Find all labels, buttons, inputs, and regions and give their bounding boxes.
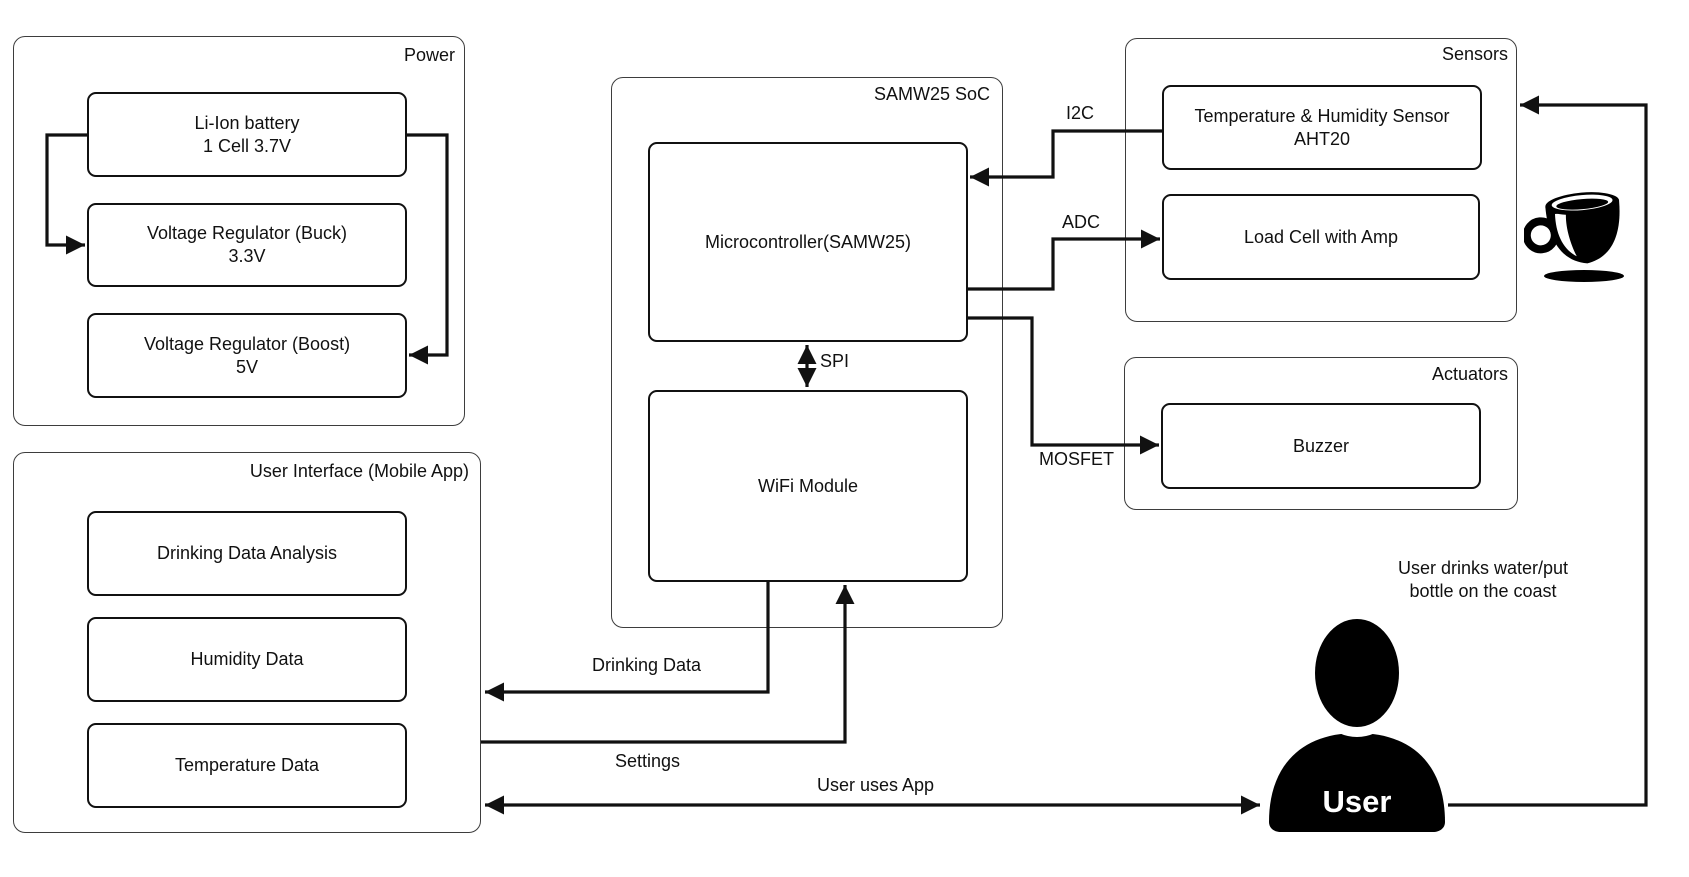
aht20-label-line1: Temperature & Humidity Sensor bbox=[1194, 105, 1450, 126]
wifi-module-block: WiFi Module bbox=[648, 390, 968, 582]
power-group-label: Power bbox=[403, 45, 455, 65]
user-action-note: User drinks water/put bottle on the coas… bbox=[1398, 557, 1568, 603]
microcontroller-label: Microcontroller(SAMW25) bbox=[704, 231, 912, 252]
spi-edge-label: SPI bbox=[820, 351, 850, 371]
ui-group-label: User Interface (Mobile App) bbox=[249, 461, 469, 481]
sensors-group-label: Sensors bbox=[1441, 44, 1508, 64]
battery-block: Li-Ion battery 1 Cell 3.7V bbox=[87, 92, 407, 177]
boost-label-line2: 5V bbox=[235, 356, 259, 377]
temperature-data-label: Temperature Data bbox=[174, 755, 320, 775]
load-cell-block: Load Cell with Amp bbox=[1162, 194, 1480, 280]
humidity-data-label: Humidity Data bbox=[190, 649, 304, 669]
user-action-note-line1: User drinks water/put bbox=[1397, 558, 1569, 578]
aht20-sensor-block: Temperature & Humidity Sensor AHT20 bbox=[1162, 85, 1482, 170]
load-cell-label: Load Cell with Amp bbox=[1243, 226, 1399, 247]
user-uses-app-edge-label: User uses App bbox=[817, 775, 935, 795]
coffee-cup-graphic bbox=[1522, 192, 1624, 282]
buck-label-line1: Voltage Regulator (Buck) bbox=[146, 223, 348, 243]
aht20-label-line2: AHT20 bbox=[1293, 128, 1351, 149]
humidity-data-block: Humidity Data bbox=[87, 617, 407, 702]
mosfet-edge-label: MOSFET bbox=[1039, 449, 1114, 469]
user-collar-gap bbox=[1321, 716, 1393, 737]
cup-shadow bbox=[1544, 270, 1624, 282]
adc-edge-label: ADC bbox=[1062, 212, 1101, 232]
boost-label-line1: Voltage Regulator (Boost) bbox=[143, 333, 351, 354]
buzzer-block: Buzzer bbox=[1161, 403, 1481, 489]
drinking-data-analysis-label: Drinking Data Analysis bbox=[156, 543, 338, 563]
user-shoulders bbox=[1269, 733, 1445, 832]
user-head bbox=[1315, 619, 1399, 727]
actuators-group-label: Actuators bbox=[1431, 364, 1508, 384]
user-action-note-line2: bottle on the coast bbox=[1409, 581, 1557, 601]
boost-regulator-block: Voltage Regulator (Boost) 5V bbox=[87, 313, 407, 398]
user-silhouette-graphic: User bbox=[1269, 619, 1445, 832]
cup-highlight bbox=[1554, 213, 1577, 257]
i2c-edge-label: I2C bbox=[1066, 103, 1095, 123]
battery-label-line1: Li-Ion battery bbox=[194, 112, 300, 133]
soc-group-label: SAMW25 SoC bbox=[873, 84, 990, 104]
battery-label-line2: 1 Cell 3.7V bbox=[202, 135, 292, 156]
coffee-cup-icon bbox=[1522, 186, 1634, 286]
cup-coffee bbox=[1556, 198, 1609, 210]
user-name-label: User bbox=[1323, 784, 1392, 819]
buzzer-label: Buzzer bbox=[1292, 435, 1350, 456]
drinking-data-analysis-block: Drinking Data Analysis bbox=[87, 511, 407, 596]
user-silhouette-icon: User bbox=[1267, 615, 1447, 835]
buck-label-line2: 3.3V bbox=[228, 246, 266, 266]
buck-regulator-block: Voltage Regulator (Buck) 3.3V bbox=[87, 203, 407, 287]
temperature-data-block: Temperature Data bbox=[87, 723, 407, 808]
power-group-box bbox=[13, 36, 465, 426]
settings-edge-label: Settings bbox=[615, 751, 681, 771]
ui-group-box bbox=[13, 452, 481, 833]
microcontroller-block: Microcontroller(SAMW25) bbox=[648, 142, 968, 342]
wifi-module-label: WiFi Module bbox=[757, 475, 859, 496]
drinking-data-edge-label: Drinking Data bbox=[592, 655, 702, 675]
